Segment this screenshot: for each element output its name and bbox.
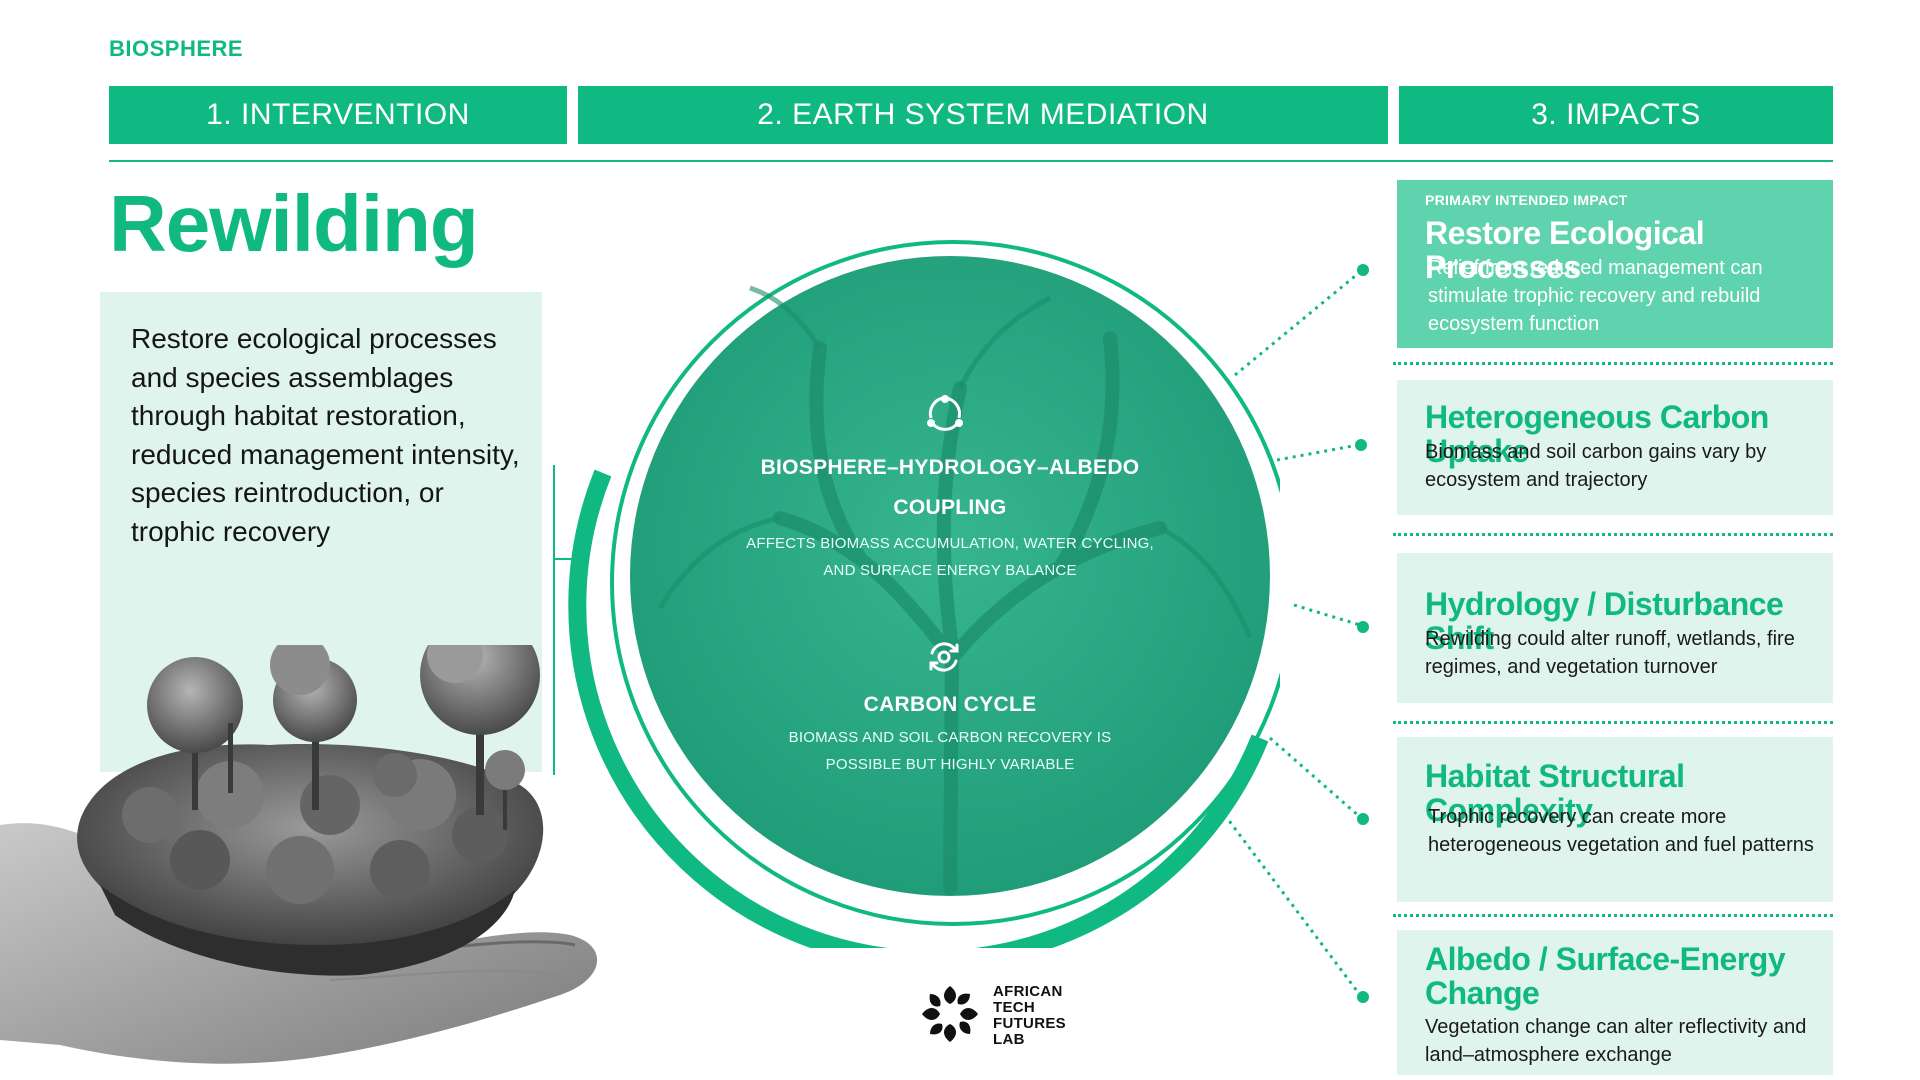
- impact-description: Biomass and soil carbon gains vary by ec…: [1425, 441, 1767, 491]
- logo-line: AFRICAN: [993, 983, 1063, 1000]
- process-title-line: BIOSPHERE–HYDROLOGY–ALBEDO: [760, 456, 1140, 479]
- process-desc-line: POSSIBLE BUT HIGHLY VARIABLE: [825, 756, 1075, 773]
- logo-line: LAB: [993, 1031, 1025, 1048]
- section-tag: BIOSPHERE: [109, 36, 244, 61]
- impact-card: Habitat Structural Complexity Trophic re…: [1397, 737, 1833, 902]
- impact-divider: [1393, 721, 1833, 724]
- impact-card: Albedo / Surface-Energy Change Vegetatio…: [1397, 930, 1833, 1075]
- connector-horizontal: [553, 558, 589, 560]
- stage-label: 2. EARTH SYSTEM MEDIATION: [757, 98, 1209, 131]
- process-desc-line: BIOMASS AND SOIL CARBON RECOVERY IS: [788, 729, 1112, 746]
- stage-label: 1. INTERVENTION: [206, 98, 470, 131]
- impact-card: Heterogeneous Carbon Uptake Biomass and …: [1397, 380, 1833, 515]
- process-description: BIOMASS AND SOIL CARBON RECOVERY IS POSS…: [700, 724, 1200, 778]
- stage-impacts: 3. IMPACTS: [1399, 86, 1833, 144]
- intervention-title: Rewilding: [109, 179, 479, 268]
- impact-divider: [1393, 914, 1833, 917]
- impact-card: Hydrology / Disturbance Shift Rewilding …: [1397, 553, 1833, 703]
- process-title-line: COUPLING: [893, 496, 1007, 519]
- process-title: BIOSPHERE–HYDROLOGY–ALBEDO COUPLING: [700, 448, 1200, 528]
- intervention-description: Restore ecological processes and species…: [131, 323, 520, 547]
- stage-intervention: 1. INTERVENTION: [109, 86, 567, 144]
- logo-line: FUTURES: [993, 1015, 1066, 1032]
- impact-title: Restore Ecological Processes: [1425, 215, 1705, 285]
- african-tech-futures-lab-logo-mark: [922, 986, 978, 1042]
- mediation-circle: [568, 240, 1280, 948]
- stage-earth-system-mediation: 2. EARTH SYSTEM MEDIATION: [578, 86, 1388, 144]
- impact-card-primary: PRIMARY INTENDED IMPACT Restore Ecologic…: [1397, 180, 1833, 348]
- process-title: CARBON CYCLE: [700, 685, 1200, 725]
- impact-title: Hydrology / Disturbance Shift: [1425, 586, 1784, 656]
- impact-eyebrow: PRIMARY INTENDED IMPACT: [1425, 192, 1628, 208]
- process-desc-line: AFFECTS BIOMASS ACCUMULATION, WATER CYCL…: [746, 535, 1154, 552]
- impact-divider: [1393, 533, 1833, 536]
- impact-title-line: Change: [1425, 975, 1540, 1011]
- impact-description: Trophic recovery can create more heterog…: [1428, 806, 1814, 856]
- cycle-arrows-icon: [924, 393, 966, 435]
- impact-title: Habitat Structural Complexity: [1425, 758, 1685, 828]
- hand-holding-ecosystem-image: [0, 645, 598, 1064]
- impact-connectors: [1213, 264, 1369, 1003]
- refresh-cycle-icon: [924, 637, 964, 677]
- connector-vertical: [553, 465, 555, 775]
- impact-description: Vegetation change can alter reflectivity…: [1425, 1016, 1807, 1066]
- stage-label: 3. IMPACTS: [1531, 98, 1701, 131]
- impact-title: Heterogeneous Carbon Uptake: [1425, 399, 1769, 469]
- header-rule: [109, 160, 1833, 162]
- logo-wordmark: AFRICAN TECH FUTURES LAB: [993, 984, 1066, 1048]
- impact-description: Relief from reduced management can stimu…: [1428, 257, 1763, 335]
- process-title-line: CARBON CYCLE: [863, 693, 1037, 716]
- process-description: AFFECTS BIOMASS ACCUMULATION, WATER CYCL…: [700, 530, 1200, 584]
- impact-description: Rewilding could alter runoff, wetlands, …: [1425, 628, 1795, 678]
- process-desc-line: AND SURFACE ENERGY BALANCE: [823, 562, 1077, 579]
- logo-line: TECH: [993, 999, 1036, 1016]
- impact-title-line: Albedo / Surface-Energy: [1425, 941, 1786, 977]
- impact-title: Albedo / Surface-Energy Change: [1425, 941, 1786, 1011]
- impact-divider: [1393, 362, 1833, 365]
